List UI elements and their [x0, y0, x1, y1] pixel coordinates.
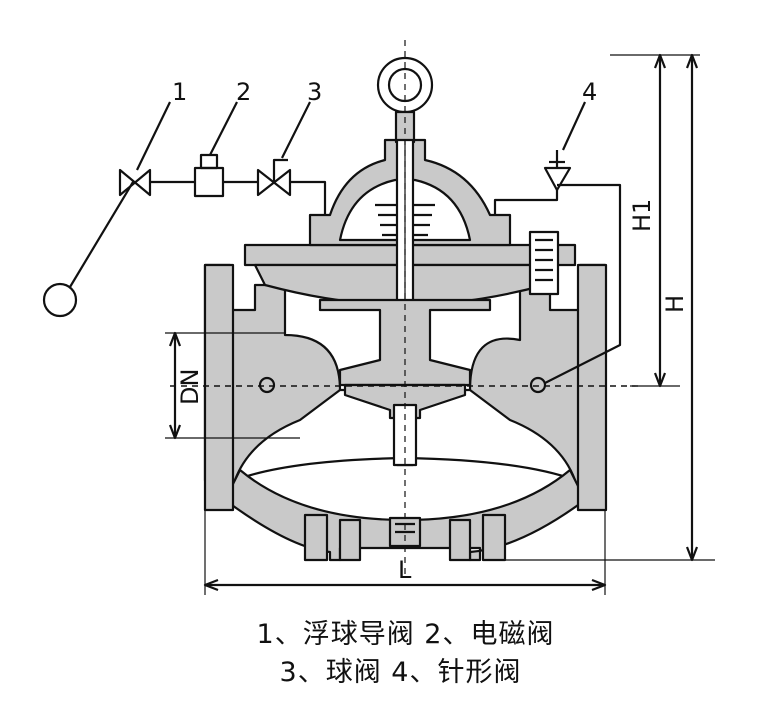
flange-left: [203, 263, 235, 512]
pilot-pipe-return: [544, 183, 622, 384]
flange-right: [576, 263, 608, 512]
label-l: L: [398, 556, 412, 584]
foot-right-inner: [448, 518, 472, 562]
solenoid-valve-icon: [193, 166, 225, 198]
label-part-3: 3: [307, 78, 322, 106]
caption-line-2: 3、球阀 4、针形阀: [279, 657, 522, 688]
valve-disc: [343, 383, 467, 420]
float-ball-icon: [42, 282, 78, 318]
pilot-pipe-right: [493, 190, 559, 215]
caption-line-1: 1、浮球导阀 2、电磁阀: [256, 619, 555, 650]
label-part-4: 4: [582, 78, 597, 106]
valve-diagram: 1 2 3 4 H1 H DN L: [42, 40, 715, 595]
pilot-pipe-left: [290, 180, 327, 215]
label-dn: DN: [176, 369, 204, 405]
eye-bolt-neck: [394, 110, 416, 144]
float-arm: [69, 181, 134, 288]
foot-left-inner: [338, 518, 362, 562]
float-pilot-valve-icon: [118, 168, 152, 197]
ball-valve-icon: [256, 168, 292, 197]
label-h: H: [661, 295, 689, 313]
label-part-2: 2: [236, 78, 251, 106]
foot-left-outer: [303, 513, 329, 562]
needle-valve-icon: [543, 166, 572, 192]
port-right: [529, 376, 547, 394]
label-h1: H1: [628, 199, 656, 232]
foot-right-outer: [481, 513, 507, 562]
port-left: [258, 376, 276, 394]
cover-bolt: [528, 230, 560, 296]
label-part-1: 1: [172, 78, 187, 106]
